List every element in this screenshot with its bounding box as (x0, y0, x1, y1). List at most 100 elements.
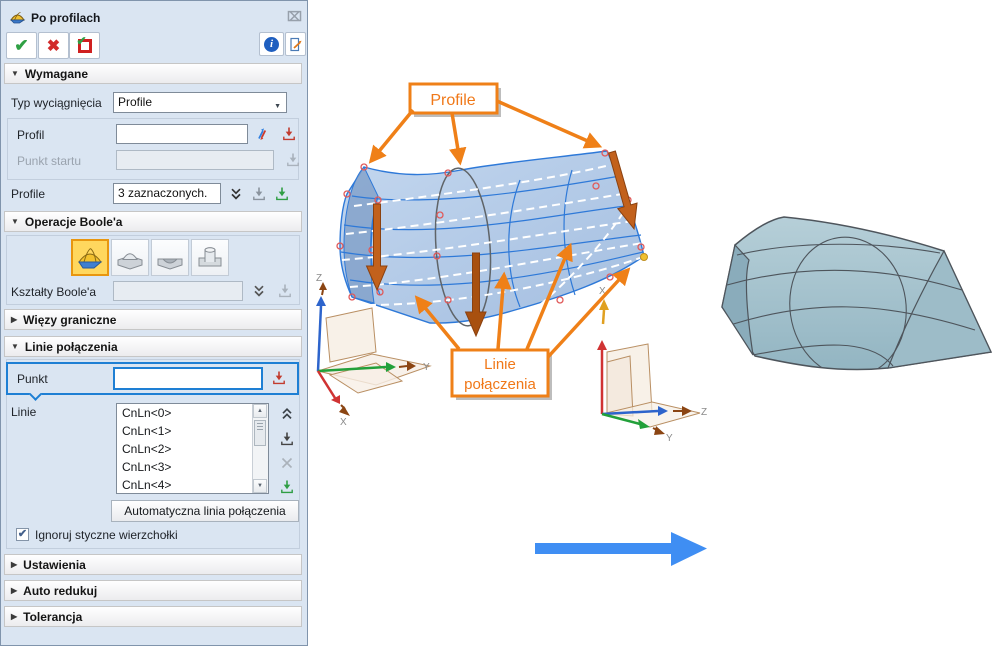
list-scrollbar[interactable]: ▲ ▼ (252, 404, 268, 493)
pick-point-icon[interactable] (271, 370, 287, 386)
profil-input[interactable] (116, 124, 248, 144)
confirm-lines-icon[interactable] (279, 479, 295, 495)
boolean-base-button[interactable] (71, 239, 109, 276)
cancel-x-icon: ✖ (46, 37, 61, 55)
close-icon[interactable]: ⌧ (287, 9, 302, 24)
axis-label-x: X (340, 417, 347, 428)
loft-dialog-panel: Po profilach ⌧ ✔ ✖ ✔ i ▼ Wymagane Typ wy… (0, 0, 308, 646)
boole-group-box (6, 235, 300, 305)
profile-callout: Profile (368, 82, 603, 166)
type-label: Typ wyciągnięcia (11, 96, 102, 110)
section-header-ustawienia[interactable]: ▶ Ustawienia (4, 554, 302, 575)
point-label: Punkt (17, 372, 48, 386)
info-button[interactable]: i (259, 32, 284, 56)
profile-callout-arrows (368, 99, 603, 166)
workflow-arrow (535, 532, 707, 566)
triangle-right-icon: ▶ (11, 612, 18, 621)
3d-viewport[interactable]: Z Y X X Z Y (308, 0, 1000, 646)
linie-group-box (6, 359, 300, 549)
section-title: Operacje Boole'a (24, 214, 123, 229)
loft-preview-surface[interactable] (336, 149, 648, 328)
double-chevron-down-icon[interactable] (251, 283, 267, 299)
list-item[interactable]: CnLn<2> (122, 442, 172, 456)
profile-callout-label: Profile (430, 92, 475, 109)
triangle-right-icon: ▶ (11, 586, 18, 595)
profile-direction-arrows[interactable] (365, 149, 644, 338)
apply-button[interactable]: ✔ (69, 32, 100, 59)
boolean-add-button[interactable] (111, 239, 149, 276)
section-title: Tolerancja (23, 609, 83, 624)
info-icon: i (264, 36, 279, 52)
loft-icon (10, 12, 26, 24)
connection-callout-arrows (414, 242, 631, 359)
boolean-remove-button[interactable] (151, 239, 189, 276)
section-header-boole[interactable]: ▼ Operacje Boole'a (4, 211, 302, 232)
lines-label: Linie (11, 405, 37, 419)
chevron-down-icon: ▼ (274, 103, 281, 110)
section-title: Ustawienia (23, 557, 86, 572)
profile-group-box (7, 118, 299, 180)
load-profiles-icon[interactable] (251, 186, 267, 202)
triangle-right-icon: ▶ (11, 315, 18, 324)
section-title: Auto redukuj (23, 583, 98, 598)
boolean-intersect-button[interactable] (191, 239, 229, 276)
ignore-tangent-label: Ignoruj styczne wierzchołki (35, 528, 178, 542)
start-point-label: Punkt startu (17, 154, 82, 168)
section-header-tolerancja[interactable]: ▶ Tolerancja (4, 606, 302, 627)
axis-label-z: Z (701, 407, 707, 418)
list-item[interactable]: CnLn<1> (122, 424, 172, 438)
section-header-auto-redukuj[interactable]: ▶ Auto redukuj (4, 580, 302, 601)
list-item[interactable]: CnLn<3> (122, 460, 172, 474)
ignore-tangent-checkbox[interactable]: ✔ (16, 528, 29, 541)
double-chevron-up-icon[interactable] (279, 406, 295, 422)
extrude-type-dropdown[interactable]: Profile ▼ (113, 92, 287, 113)
right-datum-triad: X Z Y (597, 286, 707, 444)
section-header-wymagane[interactable]: ▼ Wymagane (4, 63, 302, 84)
connection-callout-line1: Linie (484, 356, 516, 373)
profile-count-value: 3 zaznaczonych. (118, 186, 208, 200)
point-input[interactable] (113, 367, 263, 390)
list-item[interactable]: CnLn<4> (122, 478, 172, 492)
remove-icon (157, 258, 183, 270)
apply-check-icon: ✔ (77, 34, 92, 53)
delete-x-icon (279, 455, 295, 471)
boolean-shapes-input (113, 281, 243, 301)
load-lines-icon[interactable] (279, 431, 295, 447)
double-chevron-down-icon[interactable] (228, 186, 244, 202)
boolean-shapes-label: Kształty Boole'a (11, 285, 97, 299)
triangle-down-icon: ▼ (11, 217, 19, 226)
axis-label-y: Y (423, 362, 430, 373)
confirm-profiles-icon[interactable] (274, 186, 290, 202)
axis-label-x: X (599, 286, 606, 297)
swap-direction-icon[interactable] (254, 126, 270, 142)
triangle-down-icon: ▼ (11, 69, 19, 78)
cancel-button[interactable]: ✖ (38, 32, 69, 59)
ok-button[interactable]: ✔ (6, 32, 37, 59)
section-title: Wymagane (24, 66, 89, 81)
section-title: Więzy graniczne (23, 312, 117, 327)
list-item[interactable]: CnLn<0> (122, 406, 172, 420)
end-point-marker[interactable] (640, 253, 648, 261)
result-solid[interactable] (721, 216, 993, 384)
connection-lines-list[interactable]: CnLn<0> CnLn<1> CnLn<2> CnLn<3> CnLn<4> … (116, 403, 269, 494)
intersect-icon (198, 246, 222, 266)
axis-label-z: Z (316, 273, 322, 284)
section-title: Linie połączenia (24, 339, 118, 354)
pick-start-point-icon (285, 152, 301, 168)
solid-iso-lines (726, 236, 976, 370)
section-header-wiezy[interactable]: ▶ Więzy graniczne (4, 309, 302, 330)
left-datum-triad: Z Y X (316, 273, 432, 428)
axis-label-y: Y (666, 433, 673, 444)
pick-profil-icon[interactable] (281, 126, 297, 142)
scroll-down-icon[interactable]: ▼ (253, 479, 267, 493)
scroll-up-icon[interactable]: ▲ (253, 404, 267, 418)
start-point-input (116, 150, 274, 170)
connection-callout-line2: połączenia (464, 376, 536, 393)
flip-panel-button[interactable] (285, 32, 306, 56)
profile-count-input[interactable]: 3 zaznaczonych. (113, 183, 221, 204)
scrollbar-thumb[interactable] (254, 420, 266, 446)
auto-connection-line-button[interactable]: Automatyczna linia połączenia (111, 500, 299, 522)
section-header-linie[interactable]: ▼ Linie połączenia (4, 336, 302, 357)
active-field-highlight (6, 362, 299, 395)
flip-page-icon (289, 37, 302, 51)
